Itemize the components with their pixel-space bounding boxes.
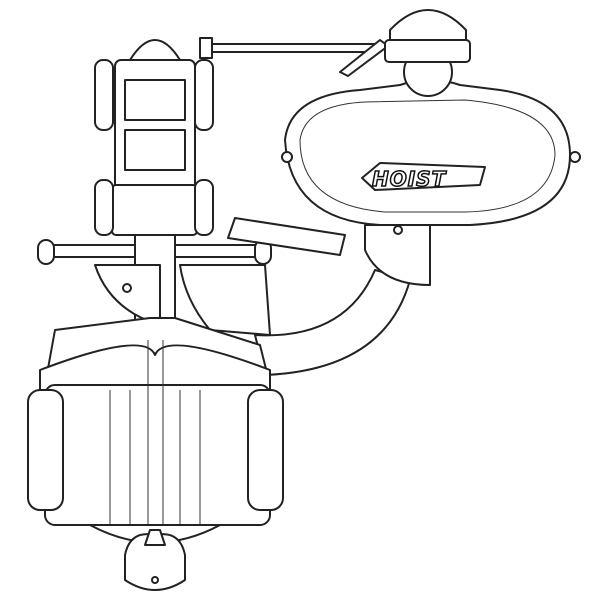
right-shroud [179,264,271,336]
foot-plate [227,217,346,256]
curved-pipe [254,269,411,376]
seat [27,317,284,544]
logo-text: HOIST [372,167,447,191]
left-shroud [94,264,161,326]
base-foot [124,529,186,591]
weight-stack-shroud [281,9,581,235]
arm-carriage [94,37,214,236]
pipe-elbow [364,224,431,286]
top-rod [204,39,391,77]
hoist-logo: HOIST [361,162,486,192]
bolt [122,283,132,293]
